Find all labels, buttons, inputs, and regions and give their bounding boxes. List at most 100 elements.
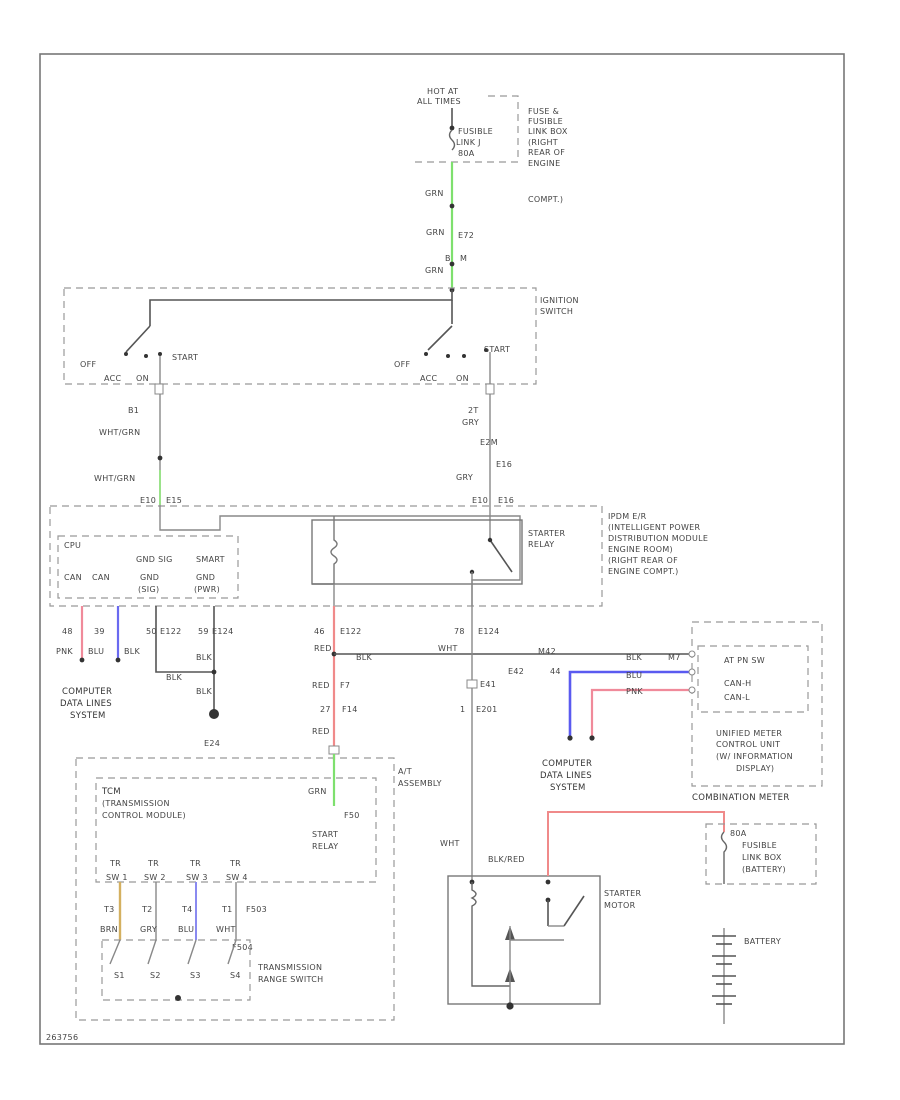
- gnd-sig-label: GND: [140, 573, 159, 582]
- battery-fuse-label-2: LINK BOX: [742, 853, 782, 862]
- fuse-box-outline: [410, 95, 519, 163]
- wire-label-pnk-left: PNK: [56, 647, 73, 656]
- svg-text:SW 3: SW 3: [186, 873, 208, 882]
- pin-label-b: B: [445, 254, 451, 263]
- svg-text:S1: S1: [114, 971, 125, 980]
- wire-label-wht-starter: WHT: [440, 839, 460, 848]
- svg-text:START: START: [484, 345, 510, 354]
- pin-label-e201: E201: [476, 705, 498, 714]
- svg-text:E124: E124: [212, 627, 234, 636]
- starter-motor-box: [447, 875, 601, 1005]
- pin-label-e10-left: E10: [140, 496, 156, 505]
- range-switch-box: [101, 939, 251, 1001]
- wire-label-blk-red: BLK/RED: [488, 855, 525, 864]
- pin-label-2t: 2T: [468, 406, 479, 415]
- wire-label-gry-1: GRY: [462, 418, 479, 427]
- svg-text:(RIGHT REAR OF: (RIGHT REAR OF: [608, 556, 678, 565]
- wire-blu-meter: [568, 670, 692, 738]
- combination-meter-title: COMBINATION METER: [692, 793, 790, 803]
- svg-text:WHT: WHT: [216, 925, 236, 934]
- battery-symbol: [712, 928, 736, 1024]
- svg-text:S2: S2: [150, 971, 161, 980]
- gnd-sig-top-label: GND SIG: [136, 555, 173, 564]
- tcm-start-relay-label-2: RELAY: [312, 842, 339, 851]
- wire-label-wht-1: WHT: [438, 644, 458, 653]
- ipdm-title: IPDM E/R (INTELLIGENT POWER DISTRIBUTION…: [608, 512, 708, 576]
- ignition-switch-title-2: SWITCH: [540, 307, 573, 316]
- svg-text:T1: T1: [221, 905, 233, 914]
- svg-text:F503: F503: [246, 905, 267, 914]
- tcm-title: TCM: [101, 787, 121, 797]
- svg-text:DATA LINES: DATA LINES: [60, 699, 112, 709]
- wire-label-blk-meter-2: BLK: [626, 653, 643, 662]
- battery-label: BATTERY: [744, 937, 781, 946]
- svg-text:TR: TR: [229, 859, 241, 868]
- svg-text:SW 1: SW 1: [106, 873, 128, 882]
- wire-label-red-2: RED: [312, 681, 330, 690]
- svg-text:S3: S3: [190, 971, 201, 980]
- starter-motor-title-2: MOTOR: [604, 901, 636, 910]
- ipdm-cpu-box: [57, 535, 239, 599]
- pin-label-m7: M7: [668, 653, 681, 662]
- svg-text:46: 46: [314, 627, 325, 636]
- svg-text:E124: E124: [478, 627, 500, 636]
- pin-label-44: 44: [550, 667, 561, 676]
- cpu-label: CPU: [64, 541, 81, 550]
- svg-text:T3: T3: [103, 905, 115, 914]
- svg-text:COMPT.): COMPT.): [528, 195, 563, 204]
- hot-label: HOT AT: [427, 87, 458, 96]
- wire-label-pnk-meter: PNK: [626, 687, 643, 696]
- svg-text:(INTELLIGENT POWER: (INTELLIGENT POWER: [608, 523, 701, 532]
- solenoid-coil: [470, 882, 510, 987]
- unified-meter-unit-box: [697, 645, 809, 713]
- unified-meter-label: UNIFIED METER CONTROL UNIT (W/ INFORMATI…: [716, 729, 793, 773]
- svg-text:UNIFIED METER: UNIFIED METER: [716, 729, 782, 738]
- svg-text:S4: S4: [230, 971, 241, 980]
- svg-text:ACC: ACC: [104, 374, 122, 383]
- tr-pin-labels: T3 T2 T4 T1 F503 BRN GRY BLU WHT F504: [100, 905, 267, 952]
- svg-text:(RIGHT: (RIGHT: [528, 138, 558, 147]
- can-h-label: CAN: [92, 573, 110, 582]
- tr-switch-labels: TR TR TR TR SW 1 SW 2 SW 3 SW 4: [106, 859, 248, 882]
- svg-text:DISTRIBUTION MODULE: DISTRIBUTION MODULE: [608, 534, 708, 543]
- ipdm-starter-relay-label-2: RELAY: [528, 540, 555, 549]
- combination-meter-box: [691, 621, 823, 787]
- pin-label-m42: M42: [538, 647, 556, 656]
- pin-label-f7: F7: [340, 681, 350, 690]
- svg-text:DISPLAY): DISPLAY): [736, 764, 774, 773]
- svg-text:IPDM E/R: IPDM E/R: [608, 512, 647, 521]
- svg-text:LINK BOX: LINK BOX: [528, 127, 568, 136]
- footer-code: 263756: [46, 1033, 78, 1042]
- svg-text:48: 48: [62, 627, 73, 636]
- wire-pnk-meter: [590, 688, 692, 738]
- gnd-pwr-label: GND: [196, 573, 215, 582]
- range-switch-label: TRANSMISSION: [257, 963, 322, 972]
- pin-label-e16: E16: [498, 496, 514, 505]
- svg-text:78: 78: [454, 627, 465, 636]
- diagram-frame: [39, 53, 845, 1045]
- gnd-pwr-sub-label: (PWR): [194, 585, 220, 594]
- svg-text:BRN: BRN: [100, 925, 118, 934]
- meter-can-l-label: CAN-L: [724, 693, 750, 702]
- svg-text:ENGINE: ENGINE: [528, 159, 560, 168]
- svg-text:START: START: [172, 353, 198, 362]
- svg-text:T4: T4: [181, 905, 193, 914]
- wire-label-blk-3: BLK: [166, 673, 183, 682]
- ipdm-starter-relay-box: [311, 519, 523, 585]
- fuse-box-title: FUSE & FUSIBLE LINK BOX (RIGHT REAR OF E…: [528, 107, 568, 204]
- starter-motor-title: STARTER: [604, 889, 642, 898]
- svg-text:SYSTEM: SYSTEM: [70, 711, 106, 721]
- battery-fuse-label: FUSIBLE: [742, 841, 777, 850]
- svg-text:SW 4: SW 4: [226, 873, 248, 882]
- wire-label-wht-grn-2: WHT/GRN: [94, 474, 135, 483]
- fusible-link-symbol: [448, 129, 456, 151]
- svg-text:ACC: ACC: [420, 374, 438, 383]
- at-assembly-label: A/T: [398, 767, 412, 776]
- svg-text:(W/ INFORMATION: (W/ INFORMATION: [716, 752, 793, 761]
- at-pn-sw-label: AT PN SW: [724, 656, 765, 665]
- svg-text:F504: F504: [232, 943, 253, 952]
- pin-label-e15: E15: [166, 496, 182, 505]
- fusible-sub-label: LINK J: [456, 138, 481, 147]
- wire-label-blu-meter: BLU: [626, 671, 642, 680]
